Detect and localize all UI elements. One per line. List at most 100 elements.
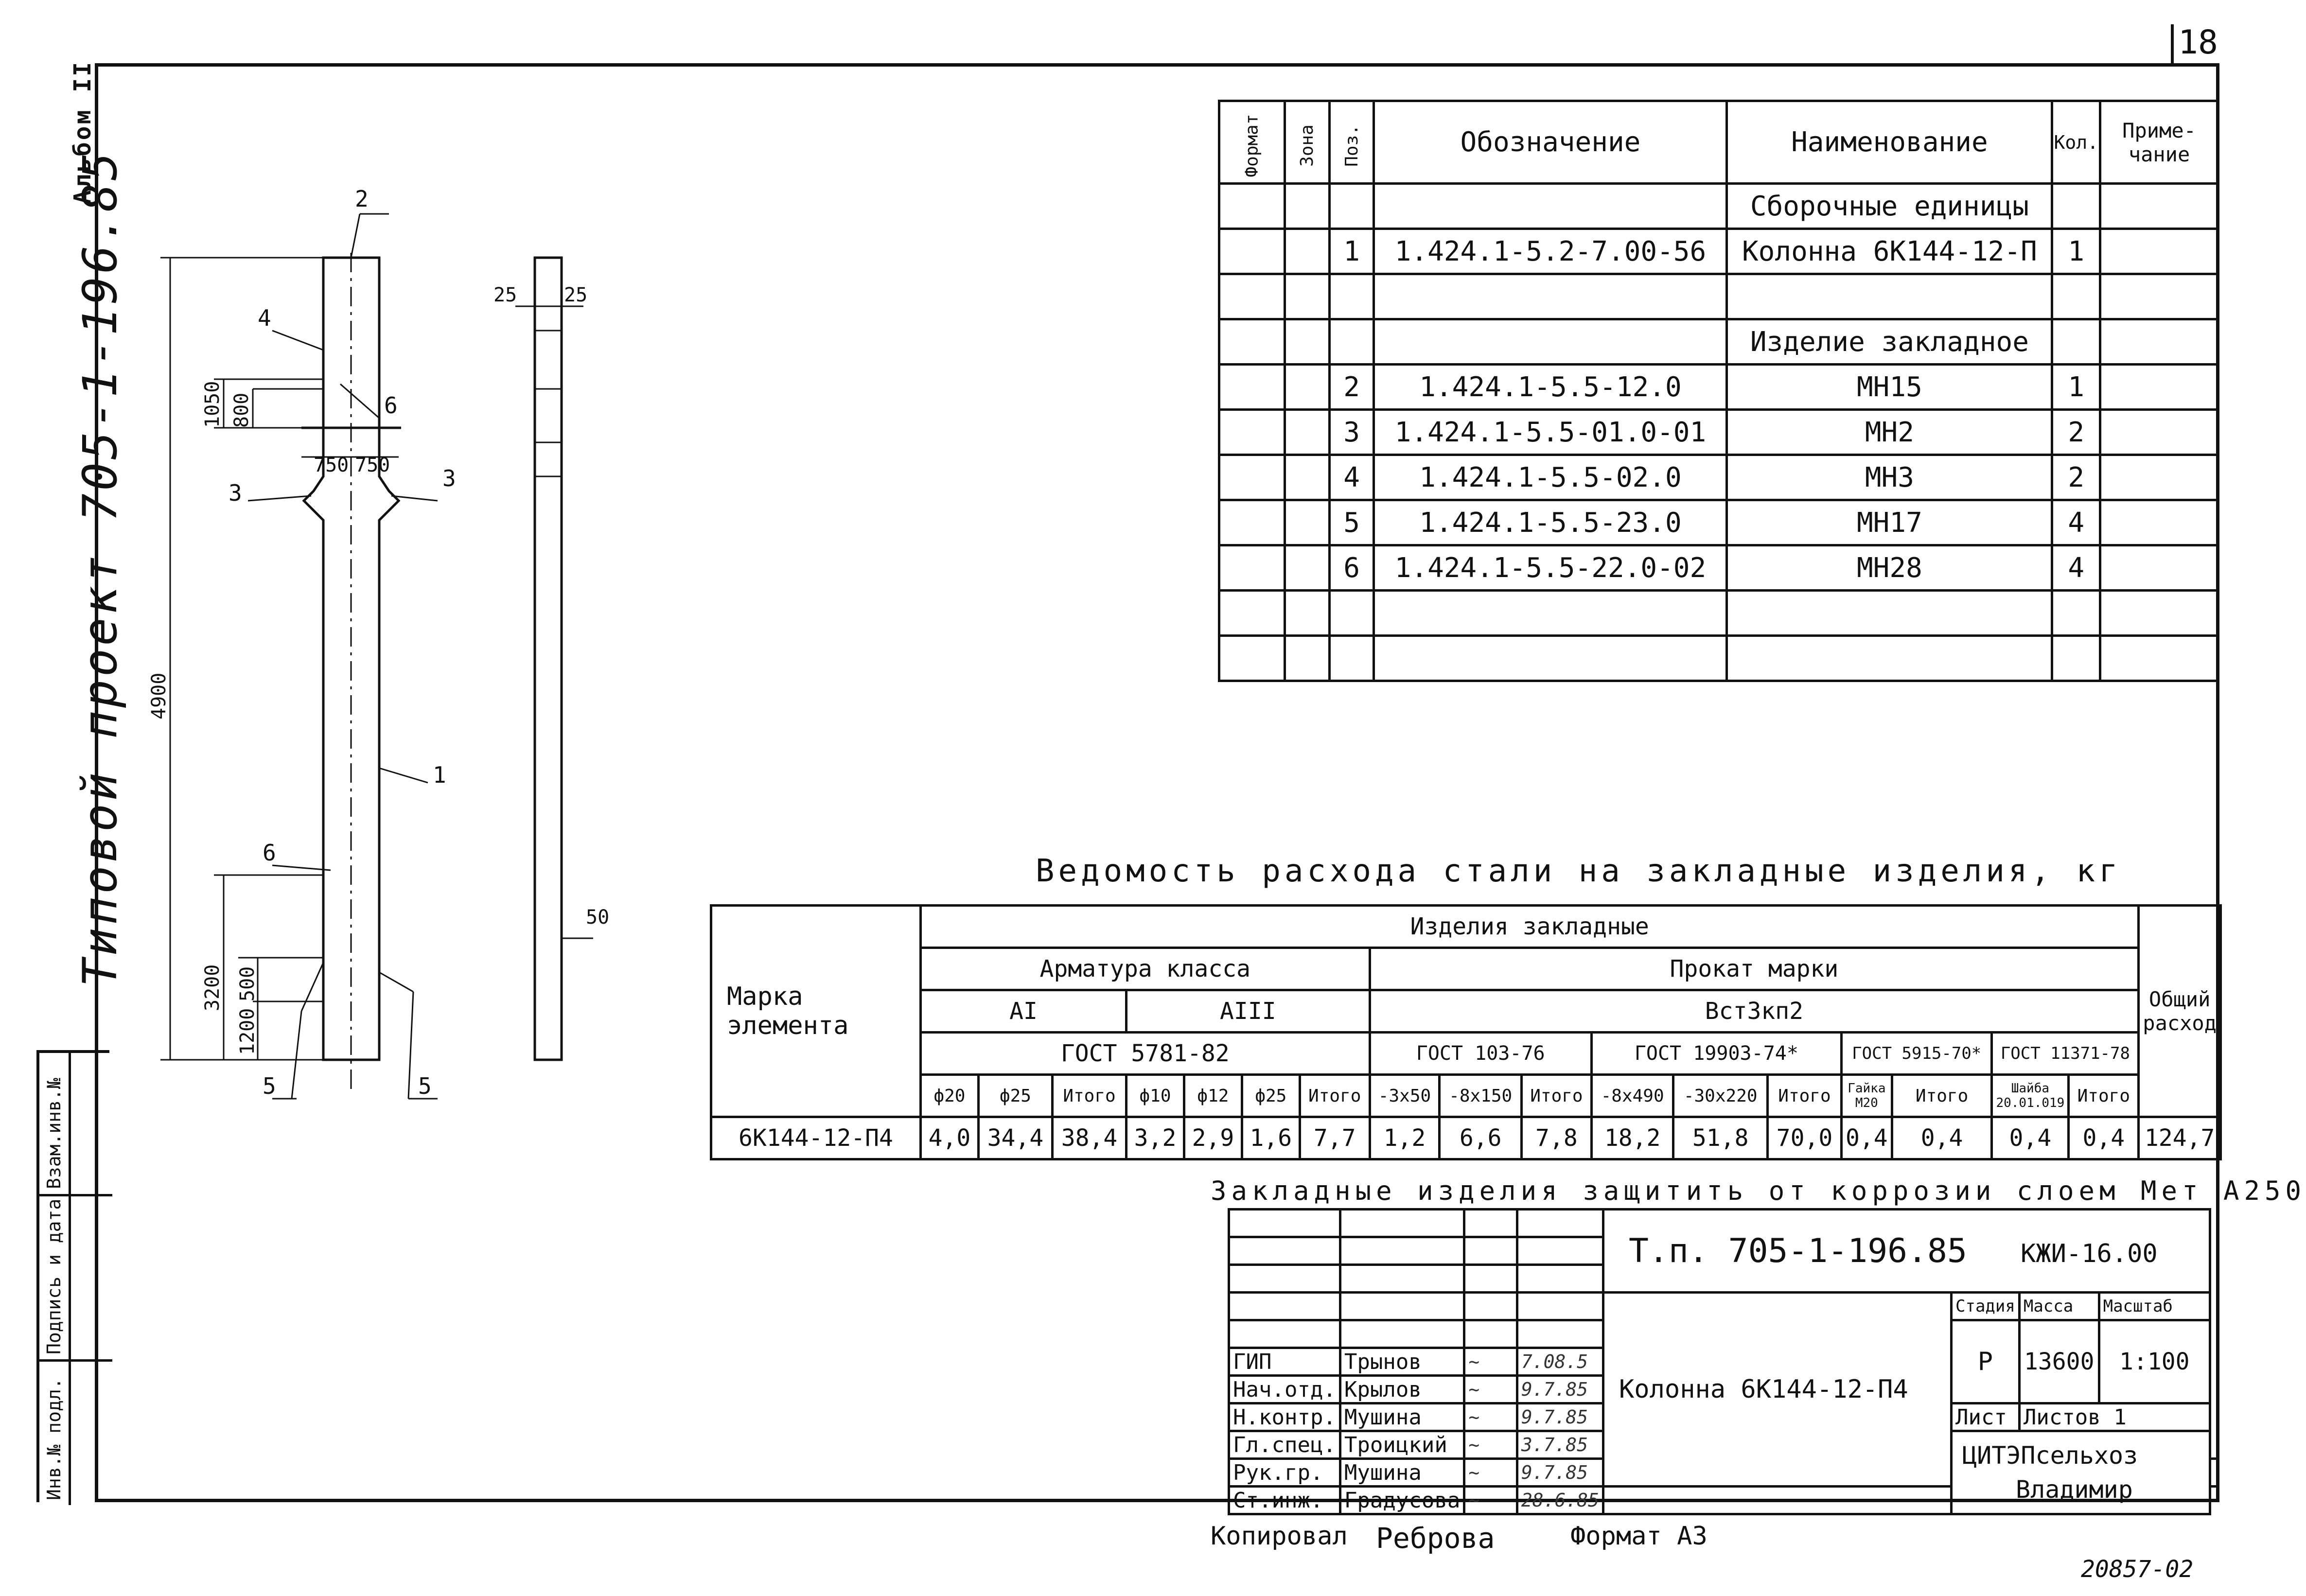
scale-value: 1:100	[2097, 1319, 2212, 1404]
steel-class-a1: АI	[919, 989, 1128, 1034]
steel-cell: 7,8	[1520, 1116, 1593, 1160]
steel-table-title: Ведомость расхода стали на закладные изд…	[1036, 853, 2122, 889]
spec-row-designation: 1.424.1-5.5-01.0-01	[1373, 408, 1728, 456]
spec-row-designation: 1.424.1-5.5-22.0-02	[1373, 544, 1728, 592]
steel-size: Шайба 20.01.019	[1990, 1073, 2070, 1118]
steel-cell: 51,8	[1672, 1116, 1769, 1160]
steel-size: -8х150	[1438, 1073, 1523, 1118]
spec-row-pos: 1	[1328, 228, 1375, 275]
tb-person: Градусова	[1338, 1485, 1466, 1515]
callout-2: 2	[355, 186, 369, 212]
tb-role: Н.контр.	[1228, 1402, 1341, 1432]
steel-grade: Вст3кп2	[1368, 989, 2140, 1034]
steel-mark-header: Марка элемента	[710, 904, 922, 1118]
steel-size: Итого	[1051, 1073, 1128, 1118]
steel-cell: 0,4	[1840, 1116, 1893, 1160]
spec-row-name: Колонна 6К144-12-П	[1725, 228, 2054, 275]
steel-cell: 70,0	[1766, 1116, 1843, 1160]
spec-row-pos: 6	[1328, 544, 1375, 592]
signature-icon: ~	[1463, 1347, 1518, 1377]
dim-750-left: 750	[314, 454, 349, 476]
steel-size: -30х220	[1672, 1073, 1769, 1118]
spec-row-qty: 4	[2051, 499, 2102, 546]
steel-row-total: 124,7	[2137, 1116, 2222, 1160]
sheet-number-divider	[2171, 24, 2174, 63]
spec-header-zone: Зона	[1297, 124, 1317, 167]
stage-label: Стадия	[1950, 1291, 2021, 1321]
steel-size: Итого	[2067, 1073, 2140, 1118]
spec-row-name: МН2	[1725, 408, 2054, 456]
format-label: Формат А3	[1570, 1522, 1707, 1551]
tb-date: 9.7.85	[1515, 1374, 1604, 1404]
spec-row-designation: 1.424.1-5.5-12.0	[1373, 363, 1728, 411]
spec-row-designation: 1.424.1-5.5-23.0	[1373, 499, 1728, 546]
project-label: Типовой проект 705-1-196.85	[73, 149, 127, 987]
spec-header-pos: Поз.	[1341, 124, 1362, 167]
archive-number: 20857-02	[2081, 1556, 2194, 1583]
spec-row-name: МН15	[1725, 363, 2054, 411]
steel-size: ф12	[1182, 1073, 1243, 1118]
steel-cell: 3,2	[1125, 1116, 1185, 1160]
spec-row-designation: 1.424.1-5.5-02.0	[1373, 454, 1728, 501]
spec-row-name: МН17	[1725, 499, 2054, 546]
signature-icon: ~	[1463, 1457, 1518, 1488]
spec-row-qty: 1	[2051, 363, 2102, 411]
dim-25-left: 25	[493, 284, 517, 306]
tb-person: Мушина	[1338, 1457, 1466, 1488]
steel-size: Итого	[1520, 1073, 1593, 1118]
tb-person: Крылов	[1338, 1374, 1466, 1404]
callout-4: 4	[258, 305, 271, 331]
steel-gost-4: ГОСТ 11371-78	[1990, 1031, 2140, 1076]
spec-row-qty: 1	[2051, 228, 2102, 275]
spec-header-qty: Кол.	[2051, 100, 2102, 185]
callout-6-top: 6	[384, 392, 398, 419]
dim-25-right: 25	[564, 284, 587, 306]
steel-row-mark: 6К144-12-П4	[710, 1116, 922, 1160]
steel-class-a3: АIII	[1125, 989, 1371, 1034]
steel-group-header: Изделия закладные	[919, 904, 2140, 949]
sheet-number: 18	[2178, 23, 2218, 62]
steel-rolled-header: Прокат марки	[1368, 947, 2140, 991]
callout-3-left: 3	[229, 480, 242, 506]
tb-person: Трынов	[1338, 1347, 1466, 1377]
corrosion-note: Закладные изделия защитить от коррозии с…	[1211, 1175, 2306, 1206]
steel-rebar-header: Арматура класса	[919, 947, 1371, 991]
steel-size: ф25	[1240, 1073, 1301, 1118]
steel-cell: 38,4	[1051, 1116, 1128, 1160]
steel-consumption-table: Марка элемента Изделия закладные Общий р…	[710, 904, 2222, 1160]
steel-cell: 1,2	[1368, 1116, 1441, 1160]
tb-role: Рук.гр.	[1228, 1457, 1341, 1488]
steel-size: ф10	[1125, 1073, 1185, 1118]
steel-cell: 2,9	[1182, 1116, 1243, 1160]
copied-label: Копировал	[1211, 1522, 1348, 1551]
steel-size: Гайка М20	[1840, 1073, 1893, 1118]
callout-3-right: 3	[442, 465, 456, 491]
stamp-sign-date: Подпись и дата	[43, 1198, 65, 1354]
tb-person: Мушина	[1338, 1402, 1466, 1432]
sheet-label: Лист	[1950, 1402, 2021, 1432]
spec-section-assembly: Сборочные единицы	[1725, 182, 2054, 230]
sheet-code: КЖИ-16.00	[2020, 1239, 2158, 1268]
stamp-inv-replace: Взам.инв.№	[43, 1078, 65, 1189]
spec-row-pos: 3	[1328, 408, 1375, 456]
dim-500: 500	[236, 966, 259, 1001]
steel-size: ф25	[977, 1073, 1054, 1118]
steel-cell: 4,0	[919, 1116, 980, 1160]
doc-code: Т.п. 705-1-196.85	[1628, 1231, 1967, 1270]
signature-icon: ~	[1463, 1485, 1518, 1515]
dim-1200: 1200	[236, 1008, 259, 1055]
dim-750-right: 750	[355, 454, 390, 476]
steel-gost-1: ГОСТ 103-76	[1368, 1031, 1593, 1076]
callout-5-left: 5	[263, 1073, 276, 1099]
specification-table: Формат Зона Поз. Обозначение Наименовани…	[1217, 100, 2219, 682]
mass-label: Масса	[2018, 1291, 2100, 1321]
dim-50: 50	[586, 906, 609, 929]
steel-cell: 0,4	[2067, 1116, 2140, 1160]
steel-total-header: Общий расход	[2137, 904, 2222, 1118]
steel-cell: 0,4	[1890, 1116, 1993, 1160]
spec-row-pos: 4	[1328, 454, 1375, 501]
steel-cell: 18,2	[1590, 1116, 1675, 1160]
spec-row-pos: 2	[1328, 363, 1375, 411]
dim-4900: 4900	[148, 673, 170, 719]
tb-role: Ст.инж.	[1228, 1485, 1341, 1515]
